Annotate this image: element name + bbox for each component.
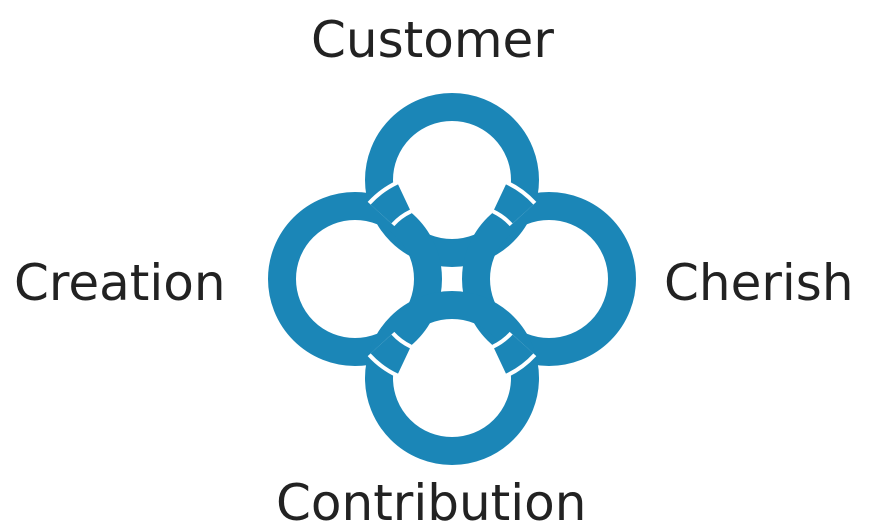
ring-top xyxy=(365,93,539,267)
ring-right xyxy=(462,192,636,366)
label-contribution: Contribution xyxy=(276,474,587,532)
ring-left xyxy=(268,192,442,366)
label-creation: Creation xyxy=(14,254,226,312)
weave-arc-top-left xyxy=(370,184,411,224)
weave-arc-bottom-right xyxy=(493,334,534,374)
ring-bottom xyxy=(365,291,539,465)
label-customer: Customer xyxy=(311,11,554,69)
weave-arc-bottom-left xyxy=(370,334,411,374)
label-cherish: Cherish xyxy=(664,254,854,312)
weave-arc-top-right xyxy=(493,184,534,224)
